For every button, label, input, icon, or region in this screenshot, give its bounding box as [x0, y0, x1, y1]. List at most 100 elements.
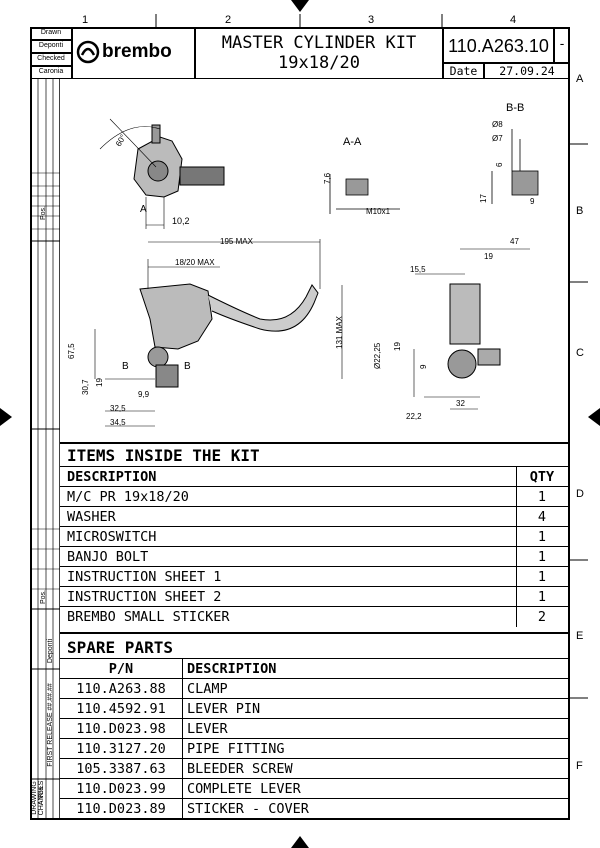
kit-item-description: WASHER [67, 509, 116, 525]
dim-10-2: 10,2 [172, 216, 190, 226]
strip-pos-1: Pos. [40, 206, 47, 221]
front-view-assembly [413, 248, 530, 410]
label-checked: Checked [37, 55, 65, 62]
dim-30-7: 30,7 [81, 379, 90, 395]
date-label: Date [449, 64, 478, 78]
spare-item-pn: 110.4592.91 [76, 701, 166, 717]
section-b-mark-1: B [122, 361, 129, 372]
dim-22-2: 22,2 [406, 412, 422, 421]
zone-column-1: 1 [82, 14, 89, 26]
dim-32-5: 32,5 [110, 404, 126, 413]
logo-cell [72, 27, 195, 79]
dim-131: 131 MAX [335, 315, 344, 349]
zone-row-c: C [576, 347, 584, 359]
zone-row-e: E [576, 630, 584, 642]
zone-row-f: F [576, 760, 583, 772]
spare-item-description: CLAMP [187, 681, 228, 697]
kit-item-description: M/C PR 19x18/20 [67, 489, 189, 505]
dim-m10: M10x1 [366, 207, 391, 216]
kit-item-qty: 1 [537, 529, 547, 545]
spare-item-description: PIPE FITTING [187, 741, 285, 757]
spare-item-pn: 110.D023.98 [76, 721, 166, 737]
section-a-mark: A [140, 204, 147, 215]
label-caronia-cell: Caronia [30, 66, 72, 79]
kit-item-row: BANJO BOLT 1 [60, 546, 568, 566]
section-aa-view [329, 174, 400, 214]
side-view-assembly [94, 239, 343, 427]
technical-drawing: 60° A 10,2 A-A 7,6 M10x1 B-B Ø8 Ø7 6 17 … [67, 102, 539, 427]
zone-column-3: 3 [368, 14, 375, 26]
kit-header-row: DESCRIPTION QTY [60, 466, 568, 486]
top-view-assembly [99, 118, 225, 229]
section-bb-label: B-B [506, 102, 524, 114]
label-deponti: Deponti [38, 42, 64, 49]
kit-col-description: DESCRIPTION [67, 469, 157, 485]
label-drawn-cell: Drawn [30, 27, 72, 40]
spare-pn-divider [182, 658, 183, 820]
kit-item-description: BANJO BOLT [67, 549, 149, 565]
kit-item-qty: 1 [537, 489, 547, 505]
zone-column-2: 2 [225, 14, 232, 26]
dim-9: 9 [530, 197, 535, 206]
date-label-cell [443, 63, 484, 79]
zone-row-b: B [576, 205, 584, 217]
dim-19-c: 19 [393, 342, 402, 351]
dim-32: 32 [456, 399, 465, 408]
title-cell [195, 27, 443, 79]
kit-item-row: WASHER 4 [60, 506, 568, 526]
zone-column-4: 4 [510, 14, 517, 26]
section-bb-view [491, 129, 539, 204]
kit-heading: ITEMS INSIDE THE KIT [67, 446, 260, 465]
sheet-frame [30, 27, 570, 820]
dim-7-6: 7,6 [323, 172, 332, 184]
label-drawn: Drawn [40, 29, 62, 36]
kit-item-qty: 1 [537, 549, 547, 565]
dim-67-5: 67,5 [67, 343, 76, 359]
date-value: 27.09.24 [499, 64, 555, 78]
spare-item-description: COMPLETE LEVER [187, 781, 301, 797]
dim-15-5: 15,5 [410, 265, 426, 274]
spare-section-divider [60, 632, 568, 634]
spare-item-description: BLEEDER SCREW [187, 761, 293, 777]
part-number-cell [443, 27, 554, 63]
dim-9-b: 9 [419, 364, 428, 369]
kit-item-qty: 1 [537, 589, 547, 605]
revision: - [558, 37, 566, 52]
spare-item-description: STICKER - COVER [187, 801, 309, 817]
spare-header-row: P/N DESCRIPTION [60, 658, 568, 678]
dim-34-5: 34,5 [110, 418, 126, 427]
spare-heading: SPARE PARTS [67, 638, 173, 657]
revision-cell [554, 27, 570, 63]
dim-d7: Ø7 [492, 134, 503, 143]
kit-item-description: INSTRUCTION SHEET 1 [67, 569, 222, 585]
spare-col-pn: P/N [108, 661, 134, 677]
kit-qty-divider [516, 466, 517, 627]
spare-item-description: LEVER PIN [187, 701, 261, 717]
revision-strip [30, 79, 60, 820]
part-number: 110.A263.10 [448, 36, 549, 56]
dim-18-20: 18/20 MAX [175, 258, 215, 267]
kit-item-qty: 4 [537, 509, 547, 525]
drawing-subtitle: 19x18/20 [278, 53, 360, 73]
zone-row-a: A [576, 73, 584, 85]
strip-drawing-changes: DRAWING CHANGES [31, 780, 45, 816]
zone-row-d: D [576, 488, 584, 500]
label-deponti-cell: Deponti [30, 40, 72, 53]
date-value-cell [484, 63, 570, 79]
dim-d8: Ø8 [492, 120, 503, 129]
dim-22-25: Ø22,25 [373, 342, 382, 369]
dim-195: 195 MAX [220, 237, 254, 246]
label-caronia: Caronia [38, 68, 64, 75]
spare-col-description: DESCRIPTION [187, 661, 277, 677]
dim-19-b: 19 [484, 252, 493, 261]
kit-item-row: M/C PR 19x18/20 1 [60, 486, 568, 506]
brembo-logo-text: brembo [102, 41, 172, 62]
